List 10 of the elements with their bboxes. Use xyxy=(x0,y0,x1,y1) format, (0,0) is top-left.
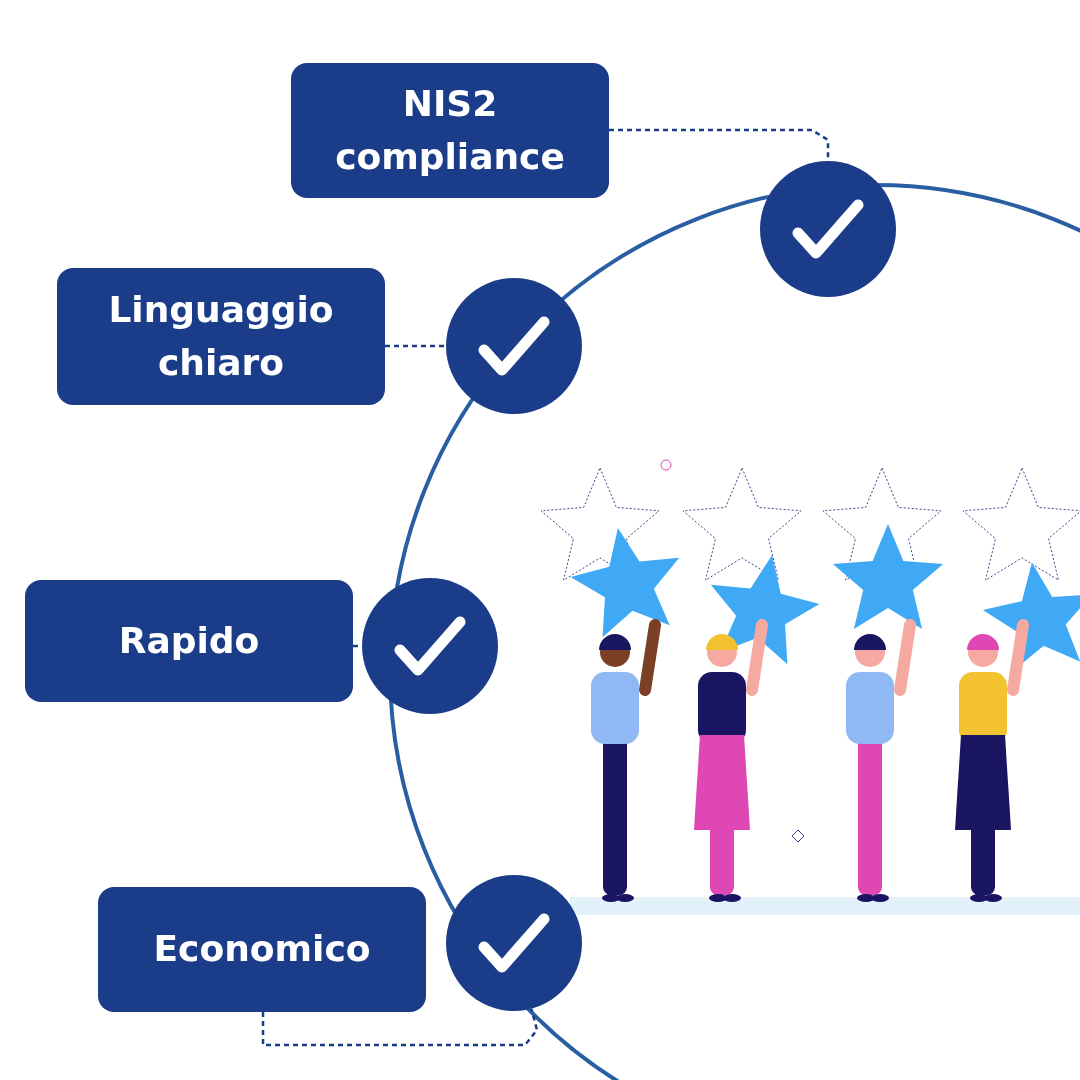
dashed-connector xyxy=(261,1008,539,1047)
label-box xyxy=(98,887,426,1012)
label-box xyxy=(291,63,609,198)
box-label: Economico xyxy=(152,927,372,972)
label-box xyxy=(57,268,385,405)
label-box xyxy=(25,580,353,702)
box-label: Rapido xyxy=(117,618,261,663)
dashed-connector xyxy=(385,344,446,348)
box-label: NIS2 compliance xyxy=(334,82,566,179)
box-label: Linguaggio chiaro xyxy=(107,288,335,385)
